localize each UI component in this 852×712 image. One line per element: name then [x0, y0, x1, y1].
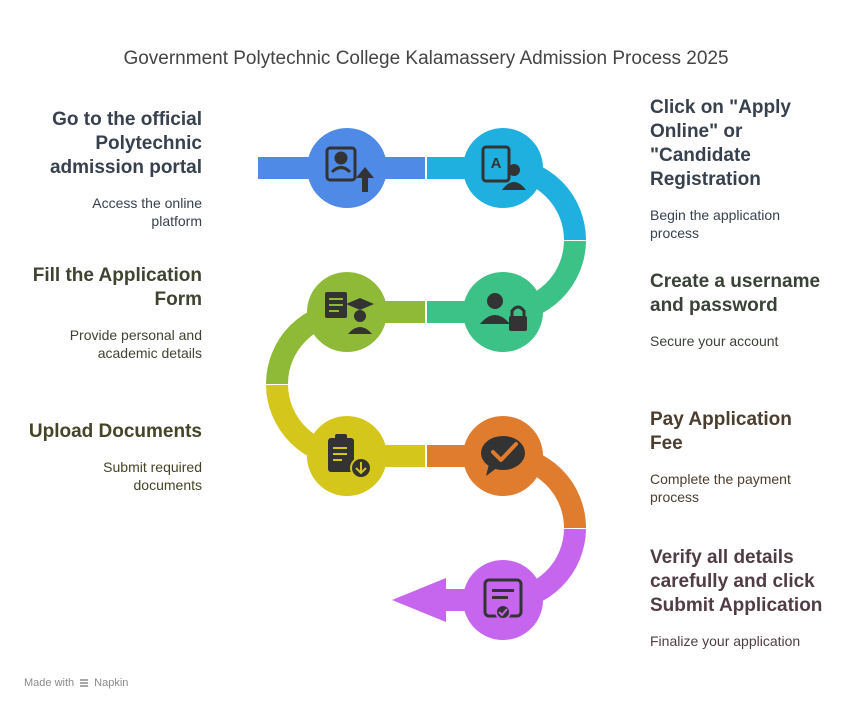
step-2-description: Begin the application process — [650, 207, 780, 241]
chat-check-icon — [481, 436, 525, 476]
graduate-form-icon — [325, 292, 374, 334]
step-4-heading: Fill the Application Form — [32, 265, 202, 310]
step-4-node — [307, 272, 387, 352]
step-3-heading: Create a username and password — [650, 271, 821, 316]
napkin-brand: Napkin — [94, 677, 129, 689]
step-3-description: Secure your account — [650, 333, 779, 349]
step-6-text: Pay Application Fee Complete the payment… — [650, 408, 810, 506]
step-2-heading: Click on "Apply Online" or "Candidate Re… — [650, 97, 791, 190]
step-5-text: Upload Documents Submit required documen… — [12, 420, 202, 494]
step-1-node — [307, 128, 387, 208]
step-1-text: Go to the official Polytechnic admission… — [2, 108, 202, 230]
diagram-title: Government Polytechnic College Kalamasse… — [123, 48, 729, 69]
step-4-text: Fill the Application Form Provide person… — [12, 264, 202, 362]
step-3-text: Create a username and password Secure yo… — [650, 270, 830, 350]
end-arrowhead — [392, 578, 446, 622]
step-7-description: Finalize your application — [650, 633, 801, 649]
napkin-watermark: Made with Napkin — [24, 677, 128, 689]
step-4-description: Provide personal and academic details — [69, 327, 202, 361]
napkin-logo-icon — [80, 679, 89, 687]
step-5-heading: Upload Documents — [28, 421, 202, 442]
step-7-heading: Verify all details carefully and click S… — [650, 547, 823, 616]
made-with-label: Made with — [24, 677, 75, 689]
step-5-node — [307, 416, 387, 496]
step-3-node — [463, 272, 543, 352]
user-upload-icon — [325, 146, 357, 182]
step-2-node: A — [463, 128, 543, 208]
user-document-icon: A — [481, 145, 526, 190]
step-7-text: Verify all details carefully and click S… — [650, 546, 835, 650]
user-lock-icon — [480, 293, 527, 331]
step-5-description: Submit required documents — [103, 459, 202, 493]
svg-text:A: A — [491, 155, 502, 172]
step-2-text: Click on "Apply Online" or "Candidate Re… — [650, 96, 800, 242]
step-6-node — [463, 416, 543, 496]
step-6-heading: Pay Application Fee — [650, 409, 792, 454]
certificate-check-icon — [483, 578, 523, 620]
step-1-description: Access the online platform — [92, 195, 202, 229]
step-6-description: Complete the payment process — [650, 471, 791, 505]
step-1-heading: Go to the official Polytechnic admission… — [49, 109, 202, 178]
step-7-node — [463, 560, 543, 640]
clipboard-download-icon — [328, 434, 372, 479]
